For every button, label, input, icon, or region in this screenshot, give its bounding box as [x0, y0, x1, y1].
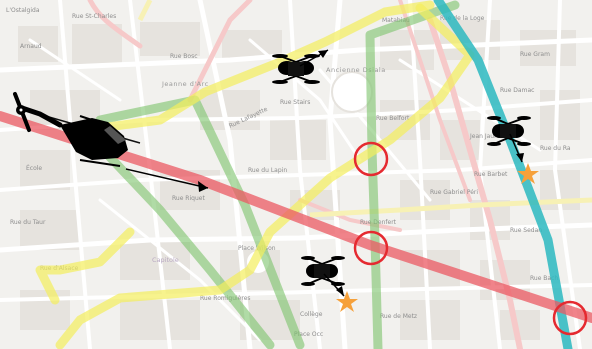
star-marker-icon[interactable]: [517, 163, 539, 184]
intersection-circle-marker[interactable]: [353, 141, 389, 177]
label-rue-gabriel-peri: Rue Gabriel Péri: [430, 189, 478, 196]
label-capitole: Capitole: [152, 256, 179, 264]
label-rue-riquet: Rue Riquet: [172, 195, 205, 202]
label-college: Collège: [300, 311, 323, 318]
label-rue-du-taur: Rue du Taur: [10, 219, 46, 226]
label-rue-de-metz: Rue de Metz: [380, 313, 417, 320]
label-rue-sedan: Rue Sedan: [510, 227, 542, 234]
label-rue-de-la-loge: Rue de la Loge: [440, 15, 485, 22]
label-rue-damac: Rue Damac: [500, 87, 534, 94]
label-rue-romiguieres: Rue Romiguières: [200, 295, 251, 302]
label-rue-du-ra: Rue du Ra: [540, 145, 571, 152]
yellow-street-north: [137, 0, 153, 22]
label-lostalgida: L'Ostalgida: [6, 7, 40, 14]
label-rue-gram: Rue Gram: [520, 51, 550, 58]
route-teal: [433, 0, 573, 349]
label-rue-belfort: Rue Belfort: [376, 115, 410, 122]
label-rue-stairs: Rue Stairs: [280, 99, 310, 106]
helicopter-icon[interactable]: [13, 92, 209, 192]
label-rue-bosc: Rue Bosc: [170, 53, 198, 60]
drone-icon[interactable]: [272, 49, 329, 84]
intersection-circle-marker[interactable]: [353, 230, 389, 266]
label-jeanne-darc: Jeanne d'Arc: [161, 80, 209, 88]
label-jean-jaures: Jean Jaurès: [469, 133, 503, 140]
route-yellow: [35, 0, 475, 349]
drone-icon[interactable]: [487, 116, 531, 163]
label-ecole: École: [26, 164, 42, 172]
label-place-occ: Place Occ: [294, 331, 323, 338]
major-roads: [87, 0, 523, 349]
label-rue-bach: Rue Bach: [530, 275, 558, 282]
place-circle: [331, 71, 373, 113]
label-ancienne-dsiala: Ancienne Dsiala: [326, 66, 386, 74]
star-marker-icon[interactable]: [336, 291, 358, 312]
label-rue-du-lapin: Rue du Lapin: [248, 167, 287, 174]
label-rue-st-charles: Rue St-Charles: [72, 13, 116, 20]
label-arnaud: Arnaud: [20, 43, 42, 50]
intersection-circle-marker[interactable]: [552, 300, 588, 336]
label-rue-barbet: Rue Barbet: [474, 171, 508, 178]
label-matabiau: Matabiau: [382, 17, 410, 24]
drone-icon[interactable]: [301, 256, 345, 297]
